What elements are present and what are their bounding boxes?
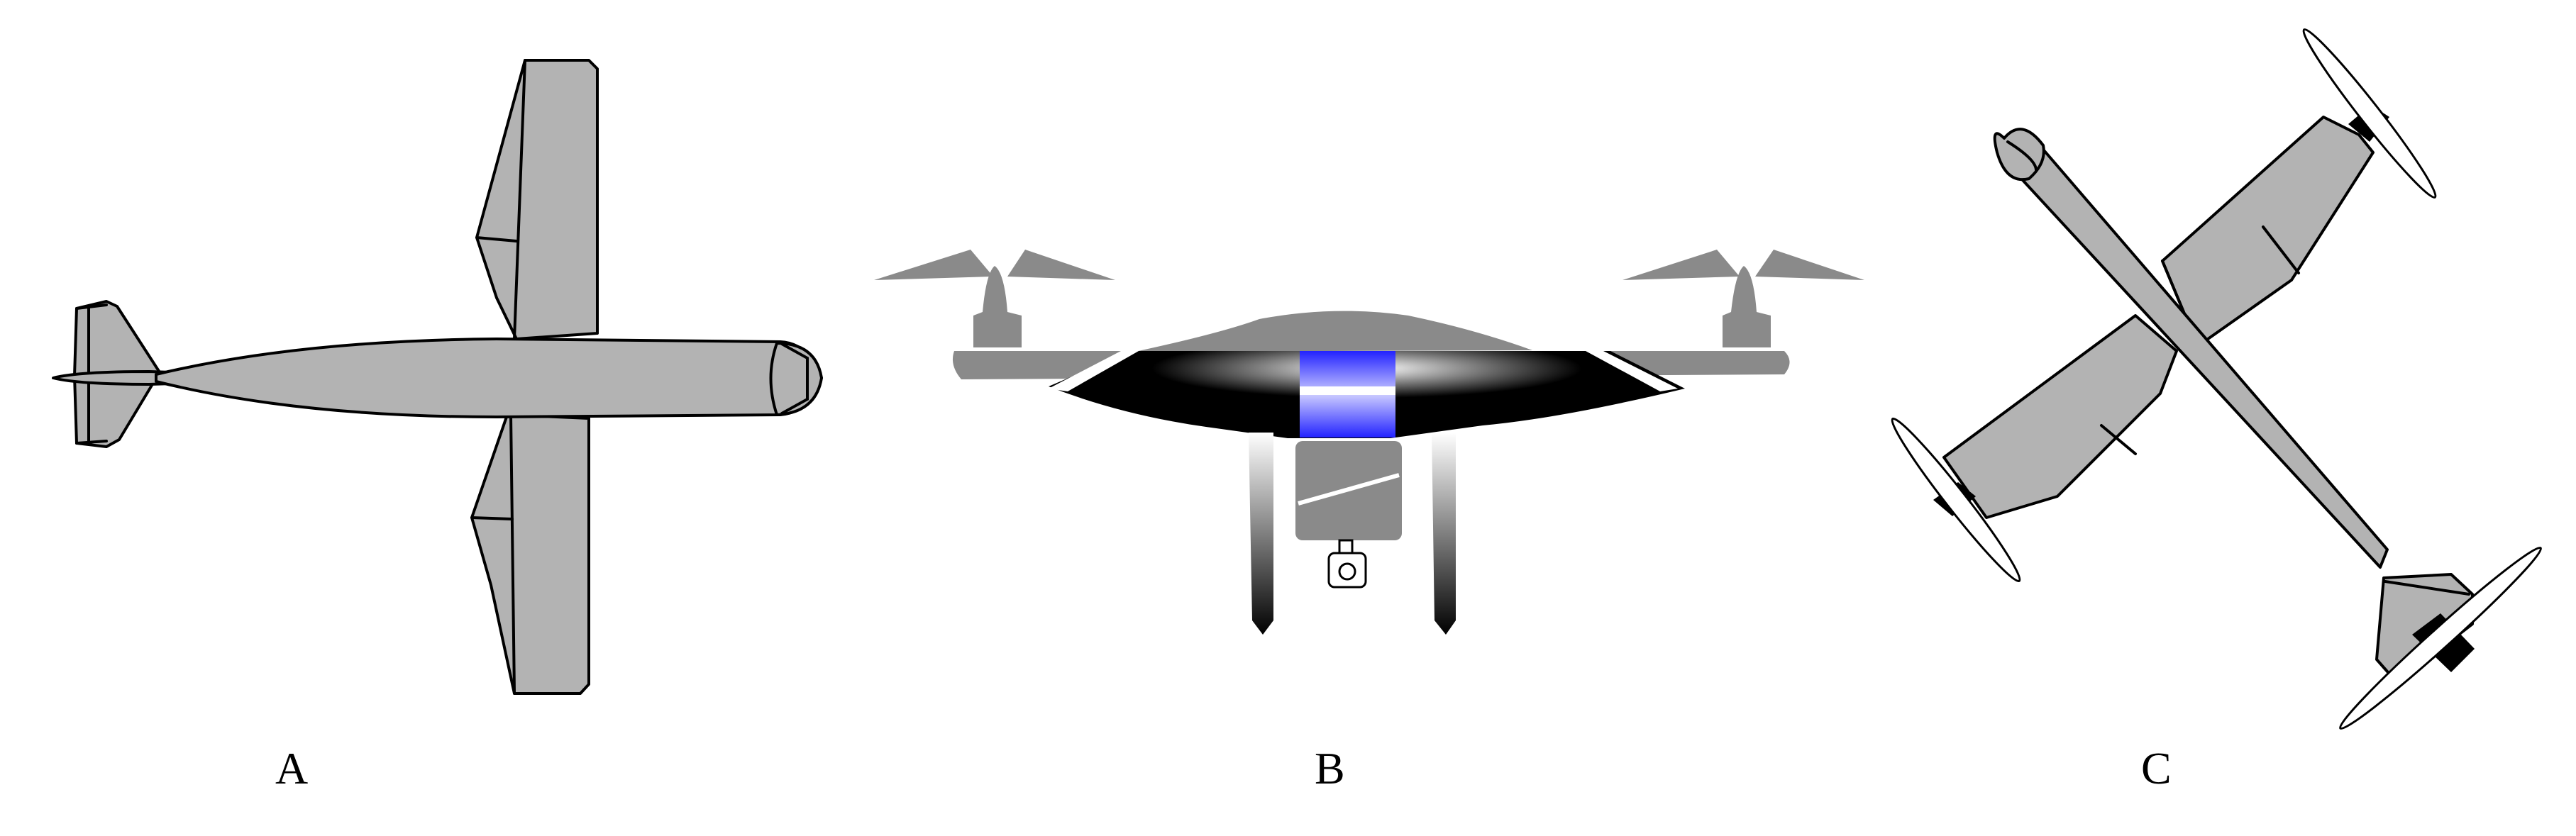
drone-top-shell [1135,311,1532,352]
camera-lens-icon [1338,562,1356,581]
fuselage [155,338,823,418]
left-rotor-blade-right [1007,250,1115,280]
body-stripe-right [1586,351,1678,391]
nose-cone [769,342,823,416]
camera-mount [1338,539,1354,554]
lower-left-propeller [1891,417,2021,583]
quadcopter-drone [874,250,1864,635]
right-landing-leg [1432,433,1456,635]
right-rotor-blade-right [1755,250,1864,280]
right-motor [1723,266,1771,347]
upper-wing [475,59,599,340]
tail-propeller [2338,546,2543,730]
panel-label-c: C [2141,743,2172,793]
panel-label-a: A [275,743,308,793]
left-landing-leg [1249,433,1273,635]
gimbal-stripe [1298,473,1400,506]
left-rotor-blade-left [874,250,993,280]
lower-wing [470,413,590,695]
left-motor [973,266,1022,347]
tilt-nose-cone [1993,128,2045,182]
fixed-wing-aircraft [52,59,823,695]
lower-left-wing [1942,314,2178,519]
upper-right-propeller [2302,28,2437,199]
tilt-rotor-aircraft [1891,28,2543,730]
body-stripe-left [1049,351,1139,391]
panel-label-b: B [1315,743,1345,793]
right-rotor-blade-left [1623,250,1740,280]
